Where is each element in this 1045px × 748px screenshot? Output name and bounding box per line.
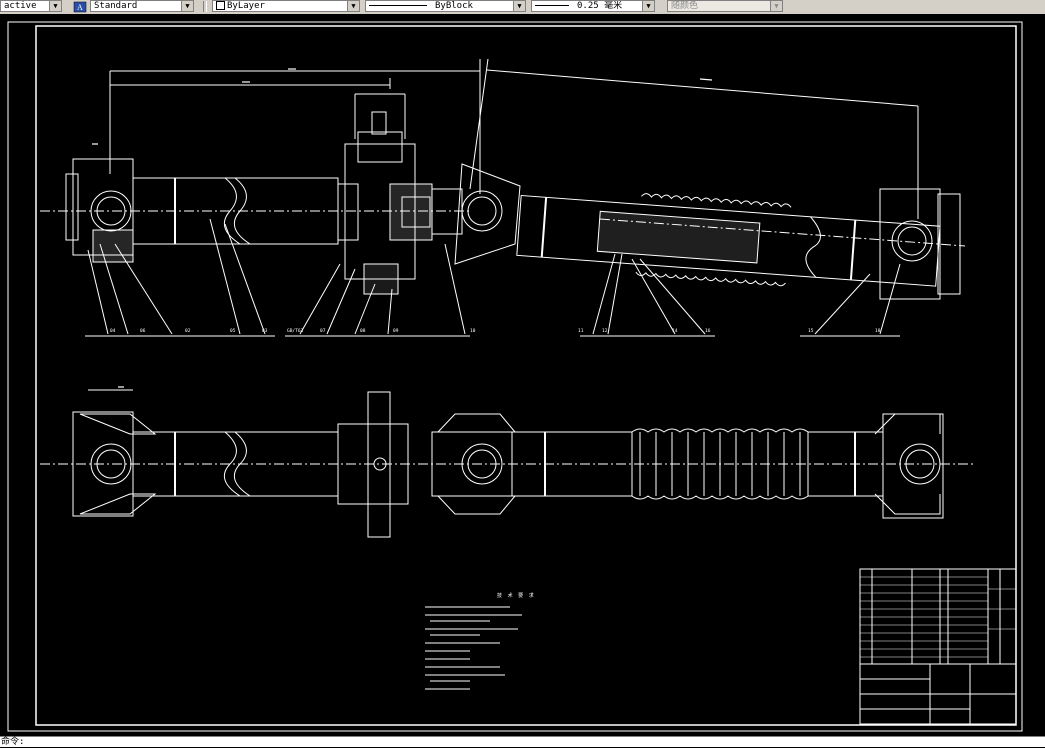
notes-title: 技 术 要 求 [497,593,536,599]
command-prompt: 命令: [1,737,25,747]
svg-text:15: 15 [808,328,814,334]
svg-text:12: 12 [602,328,608,334]
chevron-down-icon[interactable]: ▼ [181,1,193,11]
chevron-down-icon[interactable]: ▼ [513,1,525,11]
svg-text:16: 16 [705,328,711,334]
svg-text:GB/T63: GB/T63 [287,328,304,334]
layer-dropdown[interactable]: active ▼ [0,0,62,12]
title-block [859,568,1017,725]
svg-text:03: 03 [262,328,268,334]
command-line[interactable]: 命令: [0,736,1045,747]
color-dropdown[interactable]: ByLayer ▼ [212,0,360,12]
svg-text:11: 11 [578,328,584,334]
drawing-canvas[interactable]: 04 06 02 05 03 GB/T63 07 08 09 10 11 12 14 16 1… [0,14,1045,736]
plotstyle-value: 随颜色 [671,1,699,11]
plotstyle-dropdown[interactable]: 随颜色 ▼ [667,0,783,12]
svg-text:09: 09 [393,328,399,334]
svg-text:10: 10 [470,328,476,334]
color-swatch-icon [216,1,225,10]
chevron-down-icon[interactable]: ▼ [49,1,61,11]
sheet-inner-border [35,25,1017,726]
drawing-sheet: 04 06 02 05 03 GB/T63 07 08 09 10 11 12 14 16 1… [7,21,1023,732]
text-style-dropdown[interactable]: Standard ▼ [90,0,194,12]
dim-line-angled [486,69,919,107]
lineweight-sample [535,5,569,6]
svg-text:02: 02 [185,328,191,334]
sheet-outer-border [7,21,1023,732]
toolbar-separator [203,1,207,12]
text-style-value: Standard [94,1,138,11]
svg-text:06: 06 [140,328,146,334]
chevron-down-icon[interactable]: ▼ [770,1,782,11]
lineweight-dropdown[interactable]: 0.25 毫米 ▼ [531,0,655,12]
linetype-dropdown[interactable]: ByBlock ▼ [365,0,526,12]
svg-text:14: 14 [672,328,678,334]
svg-text:04: 04 [110,328,116,334]
text-style-icon[interactable]: A [73,0,87,13]
linetype-value: ByBlock [435,1,473,11]
svg-text:07: 07 [320,328,326,334]
technical-notes: 技 术 要 求 [422,592,542,692]
layer-value: active [4,1,37,11]
svg-text:A: A [77,3,83,12]
linetype-sample [369,5,427,6]
lineweight-value: 0.25 毫米 [577,1,623,11]
svg-text:08: 08 [360,328,366,334]
svg-text:05: 05 [230,328,236,334]
svg-text:18: 18 [875,328,881,334]
chevron-down-icon[interactable]: ▼ [347,1,359,11]
properties-toolbar: active ▼ A Standard ▼ ByLayer ▼ ByBlock … [0,0,1045,15]
chevron-down-icon[interactable]: ▼ [642,1,654,11]
color-value: ByLayer [227,1,265,11]
